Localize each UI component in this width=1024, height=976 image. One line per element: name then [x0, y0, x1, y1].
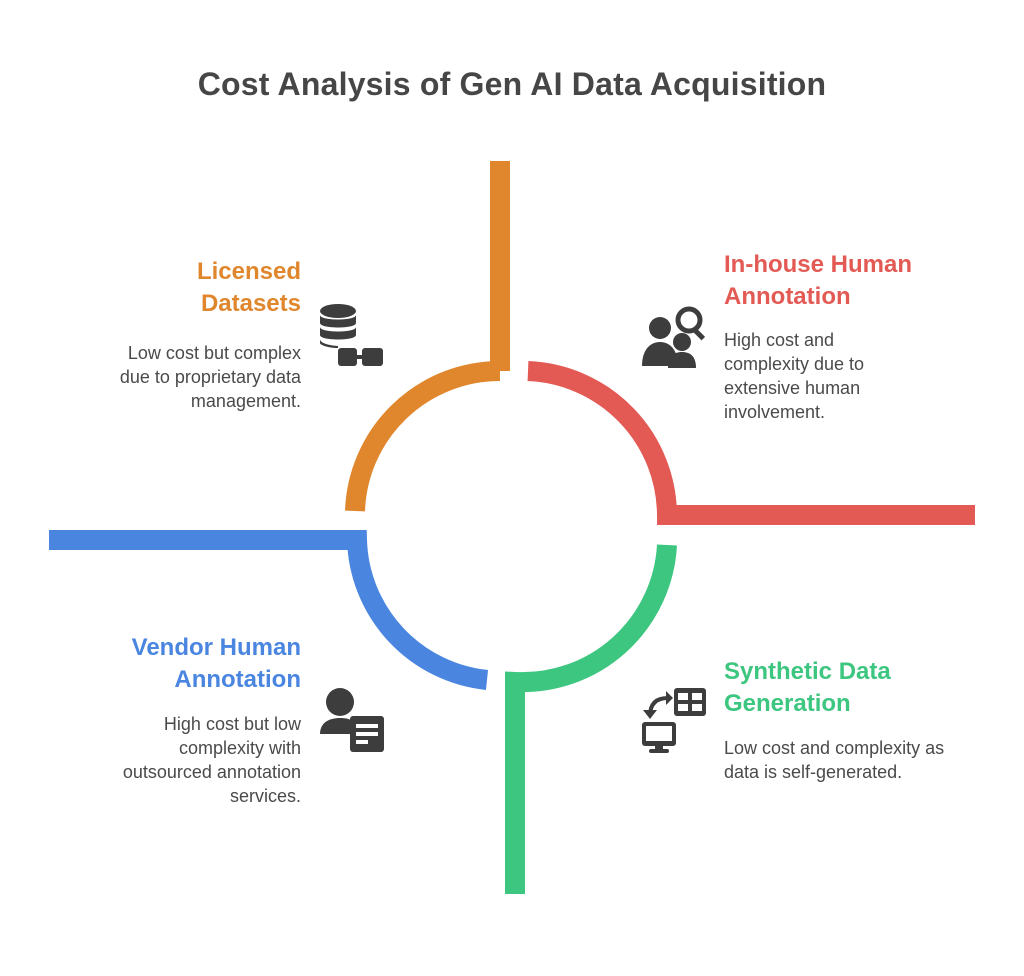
- database-icon: [320, 304, 383, 366]
- synthetic-heading-line2: Generation: [724, 690, 851, 717]
- blue-connector: [49, 530, 489, 690]
- vendor-heading-line1: Vendor Human: [131, 634, 301, 661]
- vendor-heading: Vendor Human Annotation: [132, 632, 301, 696]
- monitor-table-icon: [642, 688, 706, 753]
- synthetic-heading-line1: Synthetic Data: [724, 658, 891, 685]
- inhouse-heading-line2: Annotation: [724, 283, 851, 310]
- vendor-desc-line3: outsourced annotation: [122, 762, 301, 782]
- person-document-icon: [320, 688, 384, 752]
- licensed-desc-line1: Low cost but complex: [127, 343, 301, 363]
- synthetic-desc-line1: Low cost and complexity as: [724, 738, 945, 758]
- inhouse-desc-line3: extensive human: [724, 378, 861, 398]
- inhouse-desc-line4: involvement.: [724, 402, 826, 422]
- synthetic-desc-line2: data is self-generated.: [724, 762, 903, 782]
- licensed-heading-line2: Datasets: [200, 290, 301, 317]
- inhouse-desc-line2: complexity due to: [724, 354, 865, 374]
- red-connector: [527, 361, 975, 525]
- licensed-description: Low cost but complex due to proprietary …: [120, 341, 301, 413]
- licensed-desc-line3: management.: [190, 391, 301, 411]
- licensed-heading: Licensed Datasets: [197, 256, 301, 320]
- vendor-description: High cost but low complexity with outsou…: [123, 712, 301, 808]
- synthetic-description: Low cost and complexity as data is self-…: [724, 736, 944, 784]
- inhouse-heading-line1: In-house Human: [724, 251, 913, 278]
- vendor-desc-line4: services.: [229, 786, 301, 806]
- licensed-desc-line2: due to proprietary data: [119, 367, 301, 387]
- page-title: Cost Analysis of Gen AI Data Acquisition: [197, 66, 827, 102]
- licensed-heading-line1: Licensed: [196, 258, 301, 285]
- green-connector: [505, 544, 677, 894]
- vendor-heading-line2: Annotation: [174, 666, 301, 693]
- orange-connector: [345, 161, 510, 512]
- inhouse-desc-line1: High cost and: [724, 330, 835, 350]
- vendor-desc-line1: High cost but low: [163, 714, 301, 734]
- inhouse-heading: In-house Human Annotation: [724, 249, 912, 313]
- people-search-icon: [642, 306, 706, 368]
- synthetic-heading: Synthetic Data Generation: [724, 656, 891, 720]
- inhouse-description: High cost and complexity due to extensiv…: [724, 328, 864, 424]
- vendor-desc-line2: complexity with: [178, 738, 301, 758]
